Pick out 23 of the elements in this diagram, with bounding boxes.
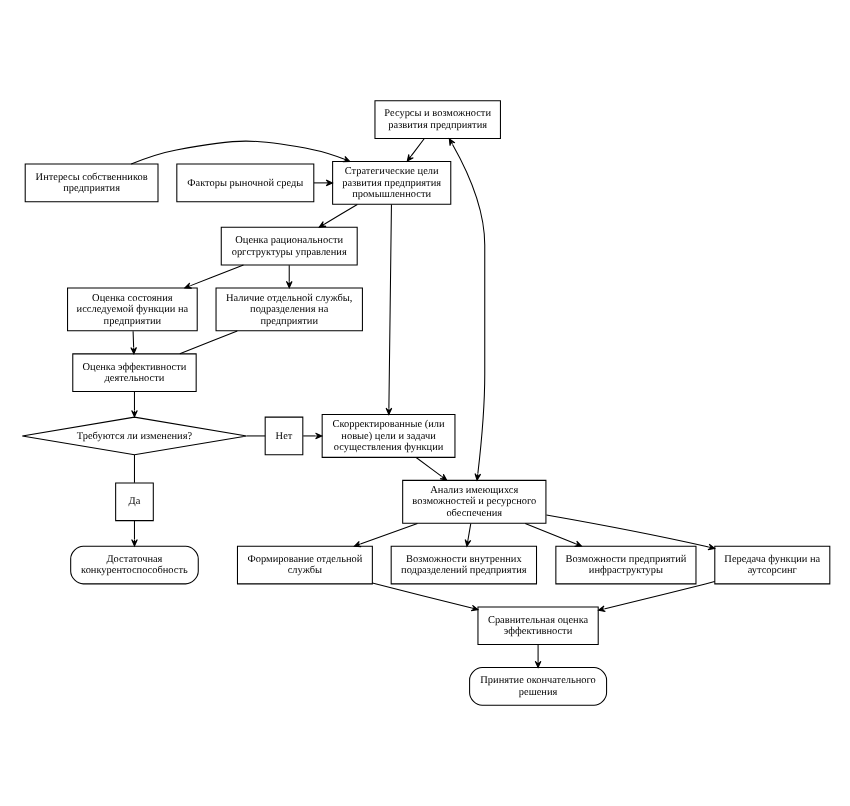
arrow (183, 264, 243, 289)
arrow (301, 432, 322, 440)
arrow (463, 523, 471, 547)
arrow (414, 457, 447, 481)
arrow (370, 582, 478, 612)
arrow (533, 644, 541, 669)
arrow (447, 138, 485, 481)
arrow (129, 330, 136, 355)
arrow (523, 522, 582, 547)
connector (178, 330, 237, 355)
arrow (384, 203, 392, 415)
arrow (130, 520, 137, 547)
connector (132, 454, 134, 484)
arrow (312, 179, 332, 187)
arrow (284, 264, 292, 289)
arrow (317, 203, 357, 228)
arrow (597, 581, 715, 613)
arrow (352, 522, 417, 548)
arrow (405, 138, 424, 162)
arrow (129, 140, 350, 165)
arrow (130, 391, 137, 418)
arrow (544, 514, 715, 551)
connector (245, 435, 265, 437)
